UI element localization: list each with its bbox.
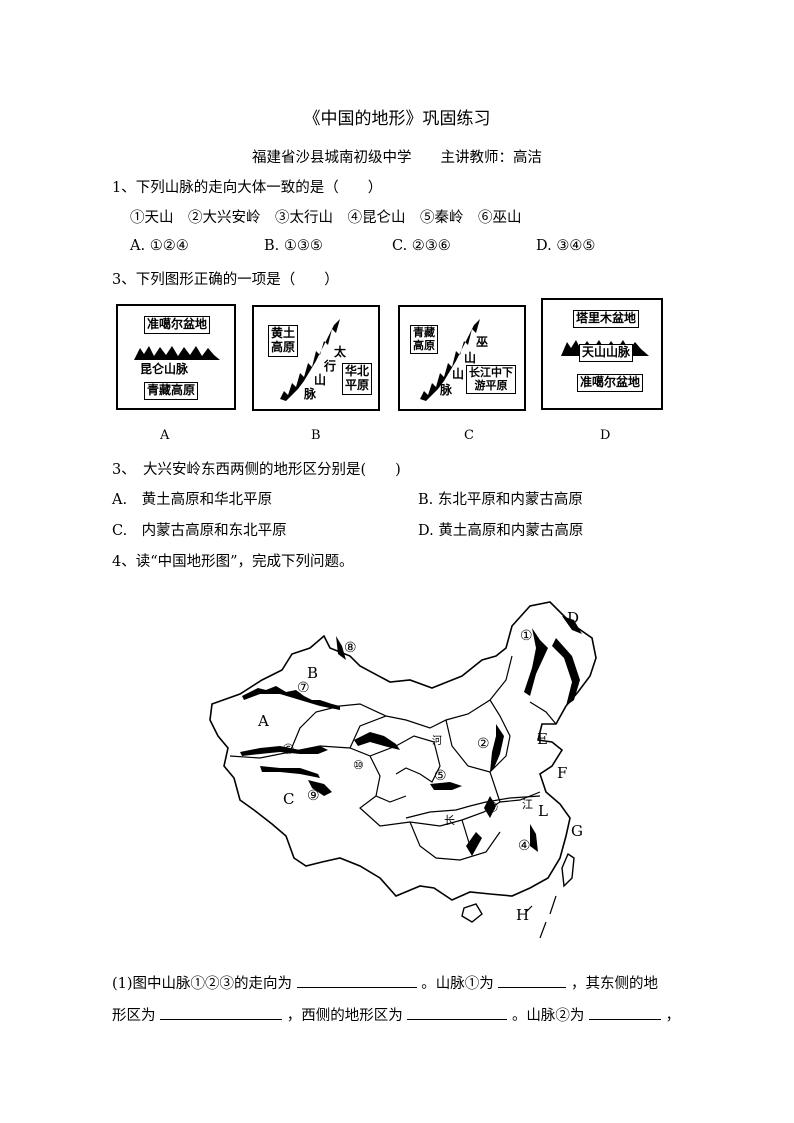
map-letter-b: B	[307, 664, 319, 682]
map-char-river: 河	[432, 736, 442, 747]
map-number-5: ⑤	[434, 768, 447, 784]
answer-blank-4[interactable]	[407, 1005, 508, 1020]
map-letter-d: D	[567, 609, 580, 627]
map-number-8: ⑧	[344, 640, 357, 656]
answer-blank-3[interactable]	[160, 1005, 283, 1020]
question-2-stem: 3、下列图形正确的一项是（ ）	[112, 272, 339, 288]
china-terrain-map	[209, 601, 597, 939]
map-letter-f: F	[557, 764, 568, 782]
diagram-a-caption: A	[160, 428, 170, 443]
question-4-stem: 4、读“中国地形图”，完成下列问题。	[112, 554, 354, 570]
diagram-b-char-2: 行	[324, 359, 337, 373]
map-letter-g: G	[571, 822, 583, 840]
mountain-range-icon	[134, 346, 220, 360]
diagram-d-label-bottom: 准噶尔盆地	[577, 374, 644, 392]
diagram-c-label-left: 青藏 高原	[410, 325, 438, 355]
question-3-stem: 3、 大兴安岭东西两侧的地形区分别是( )	[112, 462, 401, 478]
diagram-a-label-top: 准噶尔盆地	[144, 316, 211, 334]
diagram-a-label-mid: 昆仑山脉	[140, 362, 189, 376]
diagram-c-char-1: 巫	[476, 335, 489, 349]
question-1-option-b: B. ①③⑤	[264, 238, 323, 254]
fill-line-1-text-a: (1)图中山脉①②③的走向为	[112, 976, 293, 992]
map-number-1: ①	[520, 628, 533, 644]
fill-line-2-text-b: ，西侧的地形区为	[286, 1008, 403, 1024]
diagram-a: 准噶尔盆地 昆仑山脉 青藏高原	[116, 304, 236, 410]
map-number-4: ④	[518, 838, 531, 854]
map-letter-e: E	[537, 730, 548, 748]
map-number-9: ⑨	[307, 788, 320, 804]
question-3-option-b: B. 东北平原和内蒙古高原	[418, 492, 583, 508]
diagram-d-label-mid: 天山山脉	[579, 344, 634, 362]
diagram-c-label-right: 长江中下 游平原	[466, 365, 516, 395]
fill-line-1-text-b: 。山脉①为	[421, 976, 494, 992]
map-letter-l: L	[538, 802, 548, 820]
diagram-c-char-3: 山	[452, 367, 465, 381]
fill-line-2-text-c: 。山脉②为	[511, 1008, 585, 1024]
fill-line-2-text-d: ，	[665, 1008, 681, 1024]
question-1-stem: 1、下列山脉的走向大体一致的是（ ）	[112, 180, 383, 196]
diagram-d-caption: D	[600, 428, 611, 443]
diagram-b-char-1: 太	[334, 345, 347, 359]
map-number-6: ⑥	[282, 742, 295, 758]
diagram-c-char-4: 脉	[440, 383, 453, 397]
map-letter-a: A	[258, 712, 269, 730]
diagram-d: 塔里木盆地 天山山脉 准噶尔盆地	[541, 298, 663, 410]
question-3-option-d: D. 黄土高原和内蒙古高原	[418, 523, 584, 539]
question-1-items: ①天山 ②大兴安岭 ③太行山 ④昆仑山 ⑤秦岭 ⑥巫山	[130, 210, 522, 226]
question-1-option-d: D. ③④⑤	[536, 238, 596, 254]
diagram-b: 黄土 高原 太 行 山 脉 华北 平原	[252, 305, 380, 411]
diagram-b-char-4: 脉	[304, 387, 317, 401]
diagram-b-label-right: 华北 平原	[342, 363, 373, 395]
answer-blank-1[interactable]	[296, 973, 417, 988]
diagram-a-label-bottom: 青藏高原	[144, 382, 199, 400]
map-letter-c: C	[283, 790, 295, 808]
answer-blank-5[interactable]	[589, 1005, 662, 1020]
diagram-b-label-left: 黄土 高原	[268, 325, 299, 357]
map-char-chang: 长	[444, 814, 455, 827]
mountain-range-icon	[420, 319, 480, 401]
fill-line-1-text-c: ，其东侧的地	[570, 976, 658, 992]
diagram-b-char-3: 山	[314, 373, 327, 387]
map-char-jiang: 江	[522, 798, 533, 811]
question-3-option-c: C. 内蒙古高原和东北平原	[112, 523, 287, 539]
diagram-c-caption: C	[464, 428, 474, 443]
diagram-b-caption: B	[311, 428, 321, 443]
fill-line-2-text-a: 形区为	[112, 1008, 156, 1024]
mountain-range-icon	[280, 319, 340, 401]
fill-line-1: (1)图中山脉①②③的走向为 。山脉①为 ，其东侧的地	[112, 972, 658, 993]
map-number-3: ③	[486, 800, 499, 816]
page-title: 《中国的地形》巩固练习	[303, 109, 491, 129]
question-1-option-a: A. ①②④	[130, 238, 189, 254]
diagram-c: 青藏 高原 巫 山 山 脉 长江中下 游平原	[398, 305, 526, 411]
diagram-d-label-top: 塔里木盆地	[573, 310, 640, 328]
map-number-7: ⑦	[297, 680, 310, 696]
question-3-option-a: A. 黄土高原和华北平原	[112, 492, 273, 508]
fill-line-2: 形区为 ，西侧的地形区为 。山脉②为 ，	[112, 1004, 680, 1025]
diagram-c-char-2: 山	[464, 351, 477, 365]
map-letter-h: H	[516, 906, 530, 924]
answer-blank-2[interactable]	[498, 973, 567, 988]
page-subtitle: 福建省沙县城南初级中学 主讲教师：高洁	[252, 150, 542, 166]
map-number-10: ⑩	[353, 758, 364, 772]
map-number-2: ②	[477, 736, 490, 752]
question-1-option-c: C. ②③⑥	[392, 238, 451, 254]
